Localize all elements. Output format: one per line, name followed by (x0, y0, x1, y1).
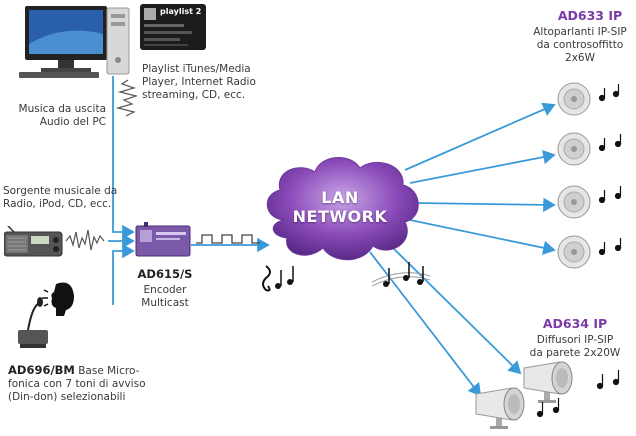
wall-speakers-model: AD634 IP (542, 316, 608, 331)
mic-to-encoder-line (112, 243, 135, 305)
network-to-speaker-4-line (409, 219, 556, 255)
wall-speaker-music-notes-icon (536, 398, 560, 418)
ceiling-speaker-icon (557, 82, 591, 116)
ceiling-speaker-icon (557, 185, 591, 219)
radio-icon (4, 226, 63, 257)
pc-to-encoder-line (112, 76, 135, 240)
microphone-icon (18, 282, 74, 348)
music-note-icon (262, 265, 294, 292)
encoder-desc: Encoder Multicast (141, 284, 189, 309)
microphone-desc-1: Base Micro- (74, 365, 140, 377)
microphone-model: AD696/BM (8, 363, 75, 377)
digital-signal-wave (196, 234, 260, 244)
ceiling-speaker-icon (557, 235, 591, 269)
music-notes-icon (372, 262, 431, 287)
network-label-2: NETWORK (292, 207, 388, 226)
radio-label: Sorgente musicale da Radio, iPod, CD, ec… (3, 185, 118, 210)
network-to-wall-speaker-1-line (389, 244, 522, 375)
speaker-music-notes-icon (598, 84, 622, 256)
encoder-model: AD615/S (137, 267, 193, 281)
network-to-speaker-3-line (414, 197, 556, 213)
wall-speaker-music-notes-icon (596, 370, 620, 390)
microphone-caption: AD696/BM Base Micro- (8, 364, 178, 378)
analog-signal-wave (65, 229, 105, 251)
ceiling-speakers-desc: Altoparlanti IP-SIP da controsoffitto 2x… (533, 26, 627, 64)
wall-speaker-icon (523, 361, 573, 403)
pc-audio-wave (115, 79, 139, 117)
microphone-desc-2: fonica con 7 toni di avviso (Din-don) se… (8, 378, 146, 403)
encoder-device-icon (135, 222, 191, 257)
pc-icon (19, 6, 130, 78)
playlist-title: playlist 2 (160, 7, 202, 16)
ceiling-speakers-model: AD633 IP (557, 8, 623, 23)
wall-speaker-icon (475, 387, 525, 429)
playlist-app-icon (140, 4, 206, 50)
ceiling-speaker-icon (557, 132, 591, 166)
wall-speakers-desc: Diffusori IP-SIP da parete 2x20W (529, 334, 621, 359)
network-to-speaker-2-line (409, 149, 556, 184)
network-cloud (266, 156, 419, 261)
playlist-label: Playlist iTunes/Media Player, Internet R… (142, 63, 256, 101)
network-label-1: LAN (321, 188, 359, 207)
network-to-speaker-1-line (404, 102, 556, 171)
pc-audio-label: Musica da uscita Audio del PC (18, 103, 106, 128)
